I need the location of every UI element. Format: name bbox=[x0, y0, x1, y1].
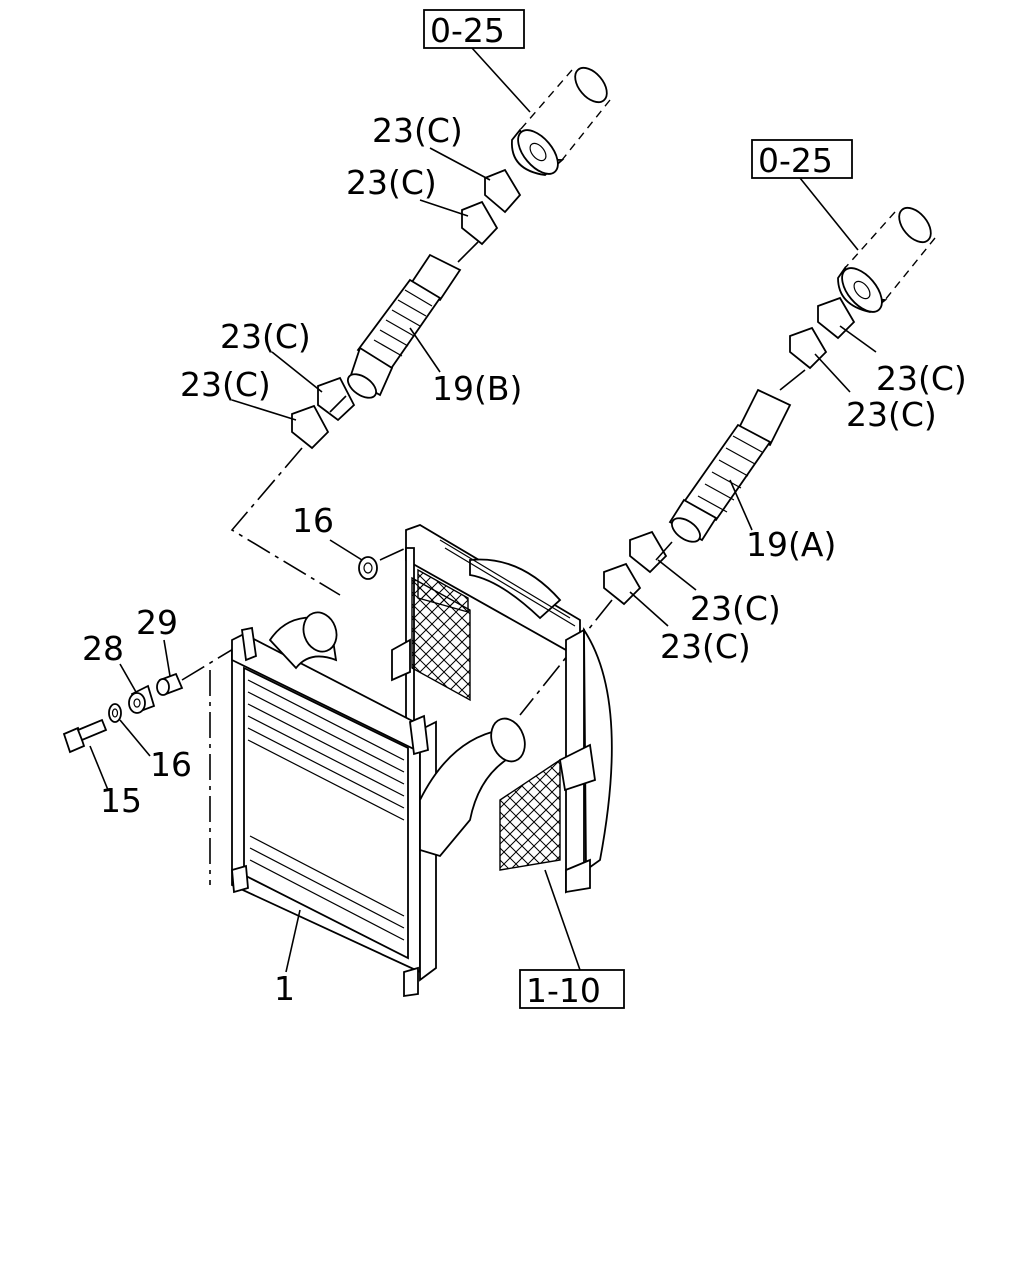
hose-19a bbox=[668, 388, 792, 543]
clamp-part bbox=[291, 168, 856, 606]
label-clamp-7: 23(C) bbox=[690, 589, 781, 628]
label-clamp-3: 23(C) bbox=[220, 317, 311, 356]
label-hose-19b: 19(B) bbox=[432, 369, 522, 408]
label-hose-19a: 19(A) bbox=[746, 525, 836, 564]
pipe-upper-right bbox=[837, 206, 936, 313]
ref-box-right-label: 0-25 bbox=[758, 141, 833, 180]
washer-16-low bbox=[108, 703, 122, 723]
bush-28 bbox=[128, 684, 156, 714]
label-clamp-6: 23(C) bbox=[846, 395, 937, 434]
radiator-1-10 bbox=[391, 524, 613, 894]
pipe-upper-left bbox=[511, 66, 611, 176]
label-clamp-1: 23(C) bbox=[372, 111, 463, 150]
label-clamp-5: 23(C) bbox=[876, 359, 967, 398]
ref-box-bottom[interactable]: 1-10 bbox=[519, 969, 625, 1010]
hose-19b bbox=[347, 253, 462, 399]
ref-box-top-label: 0-25 bbox=[430, 11, 505, 50]
collar-29 bbox=[156, 672, 184, 696]
label-clamp-4: 23(C) bbox=[180, 365, 271, 404]
ref-box-right[interactable]: 0-25 bbox=[751, 139, 853, 180]
ref-box-bottom-label: 1-10 bbox=[526, 971, 601, 1010]
intercooler-1 bbox=[231, 611, 526, 998]
label-clamp-2: 23(C) bbox=[346, 163, 437, 202]
label-collar: 29 bbox=[136, 603, 178, 642]
label-bush: 28 bbox=[82, 629, 124, 668]
label-intercooler: 1 bbox=[274, 969, 295, 1008]
label-clamp-8: 23(C) bbox=[660, 627, 751, 666]
label-washer-top: 16 bbox=[292, 501, 334, 540]
label-washer-low: 16 bbox=[150, 745, 192, 784]
bolt-15 bbox=[62, 718, 108, 754]
ref-box-top[interactable]: 0-25 bbox=[423, 9, 525, 50]
washer-16-top bbox=[358, 556, 378, 580]
